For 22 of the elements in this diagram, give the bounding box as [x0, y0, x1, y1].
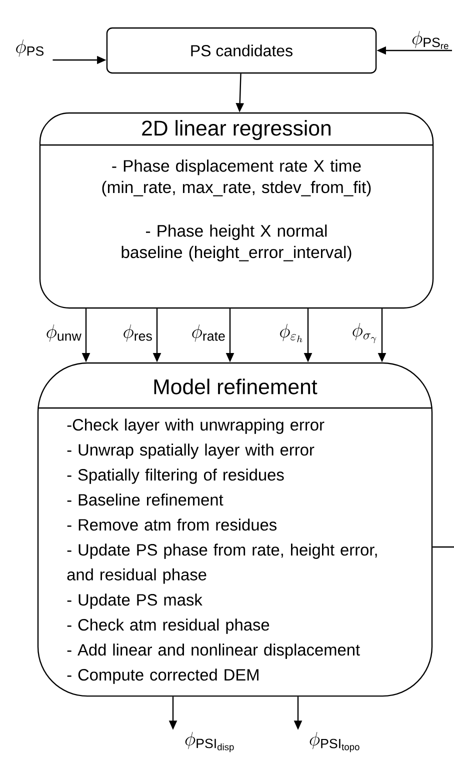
list-item: - Update PS mask [67, 594, 202, 609]
list-item: - Spatially filtering of residues [67, 468, 284, 484]
edge-label: $\phi_{\sigma_\gamma}$ [352, 323, 376, 344]
phase-symbol: $\phi_{\mathrm{PSI}_{\mathrm{topo}}}$ [310, 732, 360, 752]
edge-label: $\phi_{\mathrm{rate}}$ [192, 324, 225, 342]
list-item: - Unwrap spatially layer with error [67, 444, 314, 459]
list-item: - Check atm residual phase [67, 618, 270, 634]
edge-label: $\phi_{\mathrm{unw}}$ [46, 324, 82, 342]
list-item: - Add linear and nonlinear displacement [67, 644, 360, 659]
list-item: -Check layer with unwrapping error [67, 418, 324, 434]
list-item: - Remove atm from residues [67, 518, 276, 531]
text: - Phase displacement rate X time (min_rate, max_rate, stdev_from_fit) [102, 160, 371, 196]
phase-symbol: $\phi_{\mathrm{PSI}_{\mathrm{disp}}}$ [185, 732, 234, 752]
phase-symbol: $\phi_{\mathrm{PS}_{\mathrm{re}}}$ [412, 30, 448, 50]
list-item: - Compute corrected DEM [67, 668, 258, 684]
list-item: - Baseline refinement [67, 494, 224, 506]
process-box: PS candidates [106, 27, 377, 74]
edge-label: $\phi_{\mathrm{res}}$ [124, 324, 152, 342]
text: - Phase height X normal baseline (height_error_interval) [122, 224, 352, 262]
list-item: - Update PS phase from rate, height error, and residual phase [67, 544, 377, 584]
phase-symbol: $\phi_{\mathrm{PS}}$ [16, 39, 44, 57]
edge-label: $\phi_{\varepsilon_h}$ [280, 324, 302, 342]
